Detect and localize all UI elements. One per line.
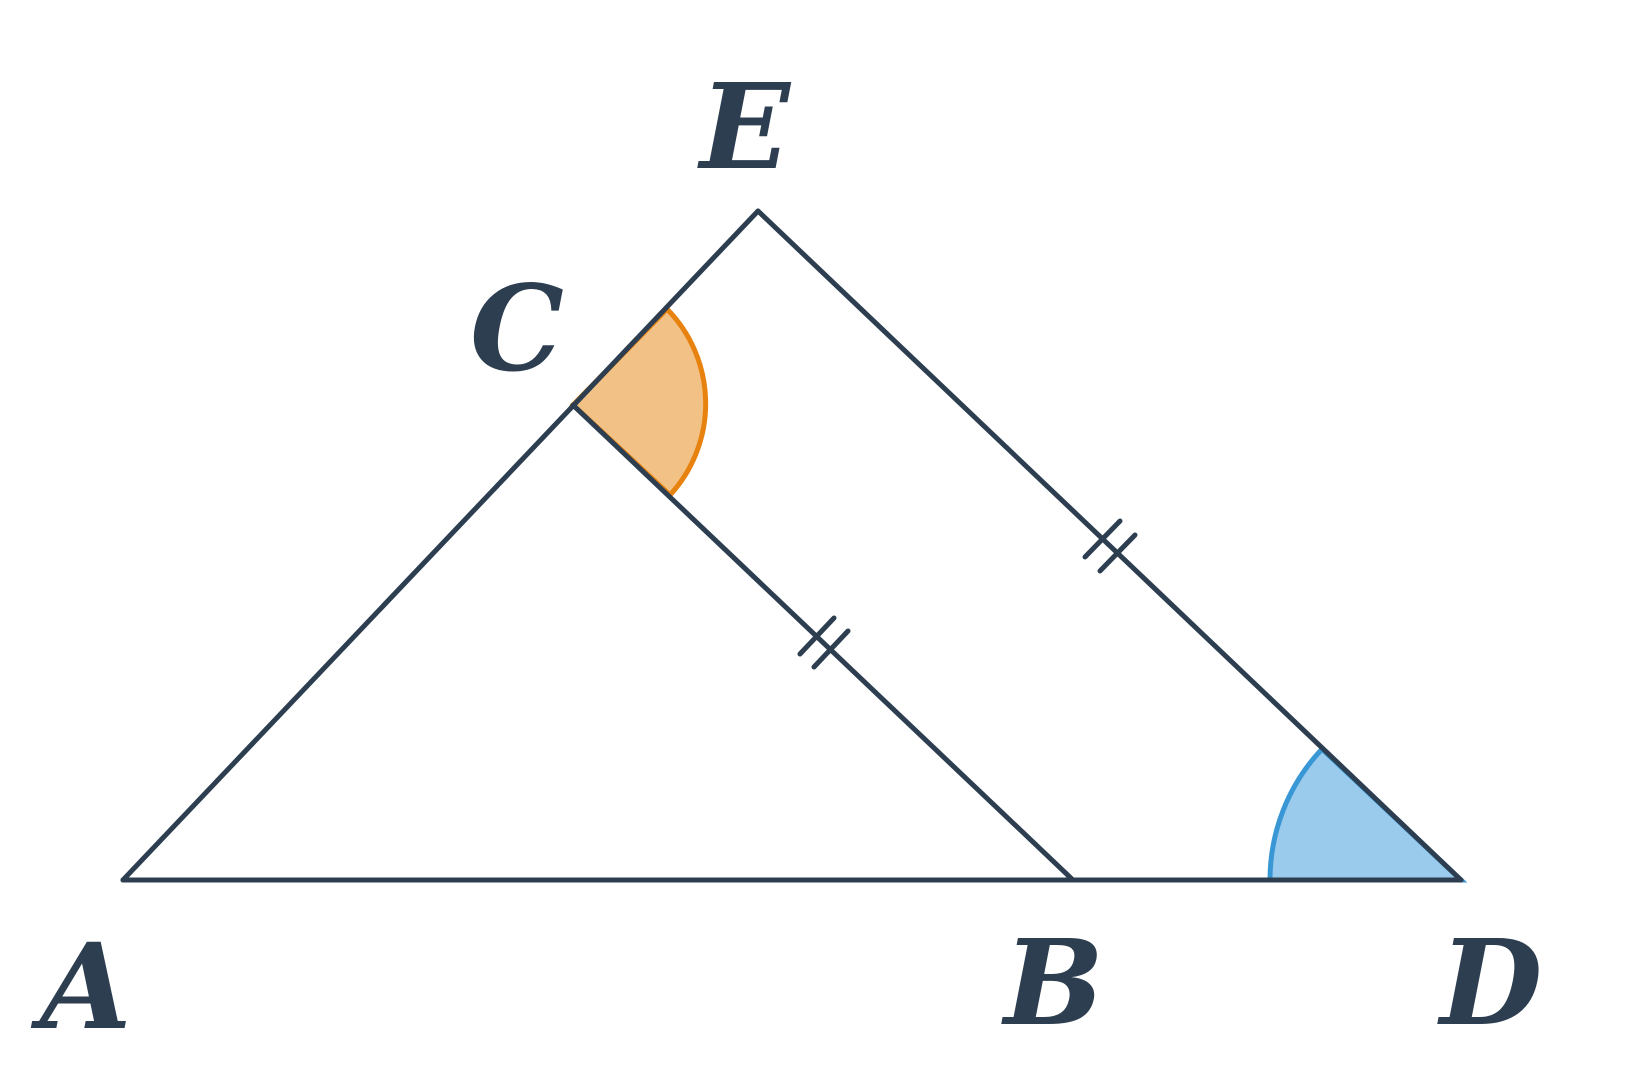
segment-cb — [570, 402, 1076, 883]
tick-mark — [797, 615, 837, 657]
point-label-e: E — [697, 57, 792, 196]
point-label-a: A — [30, 917, 132, 1056]
segment-ed — [755, 208, 1464, 883]
tick-mark — [811, 628, 851, 670]
point-label-b: B — [1001, 913, 1104, 1052]
tick-mark — [1097, 532, 1138, 574]
tick-mark — [1082, 518, 1123, 560]
angle-mark-d — [1267, 745, 1468, 883]
tick-marks-ed — [1082, 518, 1138, 574]
point-label-d: D — [1437, 913, 1542, 1052]
segment-ae — [120, 208, 761, 883]
angle-mark-c — [569, 305, 709, 499]
point-label-c: C — [470, 259, 564, 398]
tick-marks-cb — [797, 615, 851, 670]
